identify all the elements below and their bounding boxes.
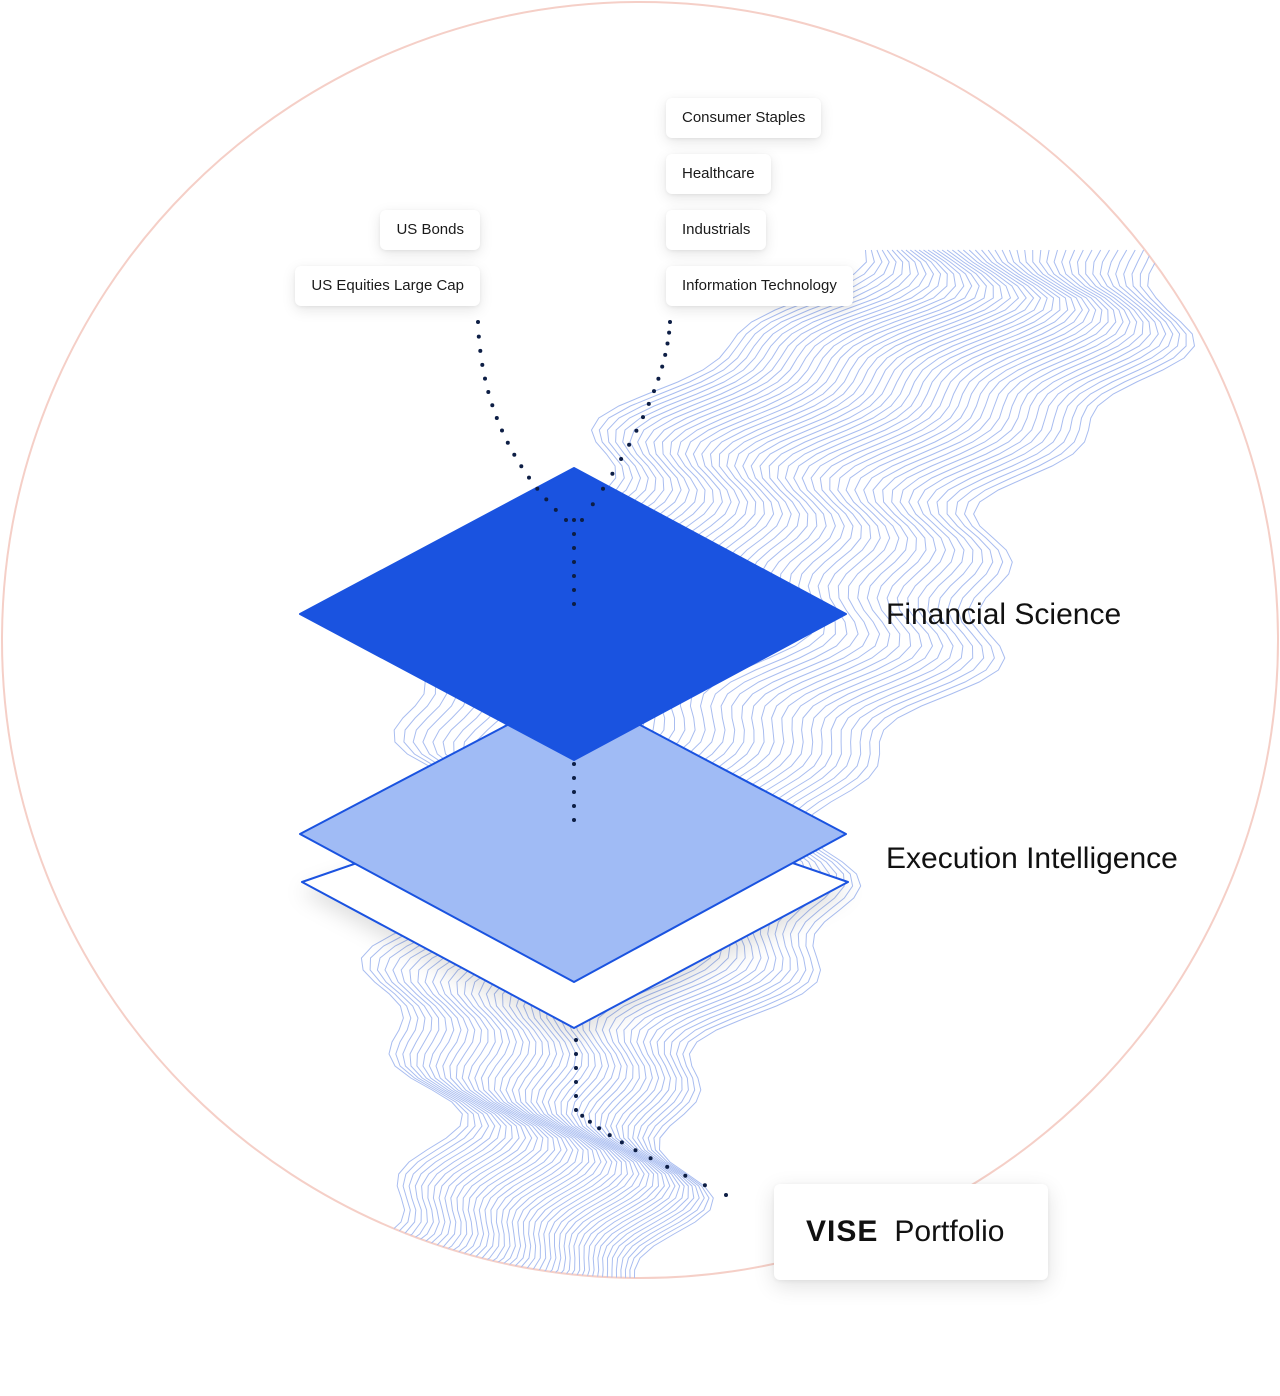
connector-dot	[574, 1108, 578, 1112]
financial-science-plane	[299, 467, 847, 761]
connector-dot	[535, 486, 540, 491]
connector-dot	[601, 486, 605, 491]
connector-dot	[564, 518, 568, 522]
connector-dot	[668, 320, 672, 324]
connector-dot	[646, 401, 651, 406]
connector-dot	[633, 1148, 638, 1153]
connector-dot	[619, 1140, 624, 1145]
connector-dot	[572, 602, 576, 606]
connector-dot	[572, 776, 576, 780]
connector-dot	[572, 762, 576, 766]
tag-us-bonds: US Bonds	[380, 210, 480, 250]
wave-line	[579, 249, 1131, 1278]
connector-dot	[527, 475, 531, 480]
wave-line	[599, 249, 1151, 1278]
connector-dot	[590, 502, 595, 507]
connector-dot	[574, 1080, 578, 1084]
wave-line	[592, 249, 1144, 1278]
tag-us-equities-large-cap: US Equities Large Cap	[295, 266, 480, 306]
connector-dot	[660, 364, 665, 369]
wave-line	[572, 249, 1124, 1278]
portfolio-card: VISE Portfolio	[774, 1184, 1048, 1280]
connector-dot	[490, 403, 495, 408]
connector-dot	[587, 1119, 592, 1124]
connector-dot	[480, 362, 485, 367]
connector-dot	[572, 804, 576, 808]
tag-information-technology: Information Technology	[666, 266, 853, 306]
wave-line	[622, 249, 1181, 1278]
connector-dot	[553, 507, 558, 512]
connector-dot	[572, 588, 576, 592]
vise-logo: VISE	[806, 1215, 879, 1248]
connector-dot	[572, 574, 576, 578]
connector-dot	[665, 341, 670, 346]
wave-line	[611, 249, 1167, 1278]
connector-dot	[483, 376, 487, 381]
connector-dot	[580, 518, 584, 522]
connector-dot	[486, 390, 491, 394]
tag-industrials: Industrials	[666, 210, 767, 250]
background-circle	[1, 1, 1279, 1279]
connector-dot	[544, 497, 549, 502]
middle-connector-dots	[572, 762, 576, 822]
connector-dot	[652, 389, 656, 394]
tag-healthcare: Healthcare	[666, 154, 771, 194]
wave-line	[564, 249, 1117, 1278]
execution-intelligence-plane	[299, 689, 847, 983]
connector-dot	[572, 532, 576, 536]
connector-dot	[634, 428, 639, 433]
wave-line	[632, 249, 1196, 1278]
connector-dot	[663, 352, 668, 357]
connector-dot	[667, 330, 672, 335]
portfolio-label: Portfolio	[894, 1215, 1005, 1248]
connector-dot	[627, 442, 632, 447]
connector-dot	[610, 471, 615, 476]
connector-dot	[574, 1094, 578, 1098]
connector-dot	[572, 560, 576, 564]
connector-dot	[665, 1164, 670, 1169]
connector-dot	[572, 790, 576, 794]
connector-dot	[607, 1133, 612, 1138]
connector-dot	[500, 428, 504, 433]
connector-dot	[572, 518, 576, 522]
wave-line	[557, 249, 1109, 1278]
connector-dot	[494, 416, 499, 420]
layer-label-execution-intelligence: Execution Intelligence	[886, 842, 1178, 875]
wave-line	[586, 249, 1138, 1278]
connector-dot	[512, 452, 517, 457]
connector-dot	[574, 1038, 578, 1042]
connector-dot	[572, 546, 576, 550]
connector-dot	[505, 440, 510, 445]
tag-consumer-staples: Consumer Staples	[666, 98, 822, 138]
connector-dot	[683, 1173, 688, 1178]
connector-dot	[519, 464, 524, 469]
connector-dot	[574, 1052, 578, 1056]
connector-dot	[702, 1183, 707, 1188]
layer-label-financial-science: Financial Science	[886, 598, 1122, 631]
wave-line	[605, 249, 1159, 1278]
connector-dot	[656, 376, 661, 381]
top-connector-dots	[476, 320, 672, 606]
connector-dot	[478, 348, 483, 353]
connector-dot	[476, 334, 481, 339]
wave-line	[627, 249, 1187, 1278]
connector-dot	[648, 1156, 653, 1161]
connector-dot	[476, 320, 480, 324]
connector-dot	[572, 818, 576, 822]
bottom-connector-dots	[574, 1038, 728, 1197]
connector-dot	[619, 457, 624, 461]
connector-dot	[597, 1126, 602, 1131]
connector-dot	[641, 415, 645, 420]
connector-dot	[580, 1113, 585, 1118]
wave-line	[616, 249, 1174, 1278]
connector-dot	[574, 1066, 578, 1070]
connector-dot	[724, 1193, 728, 1197]
